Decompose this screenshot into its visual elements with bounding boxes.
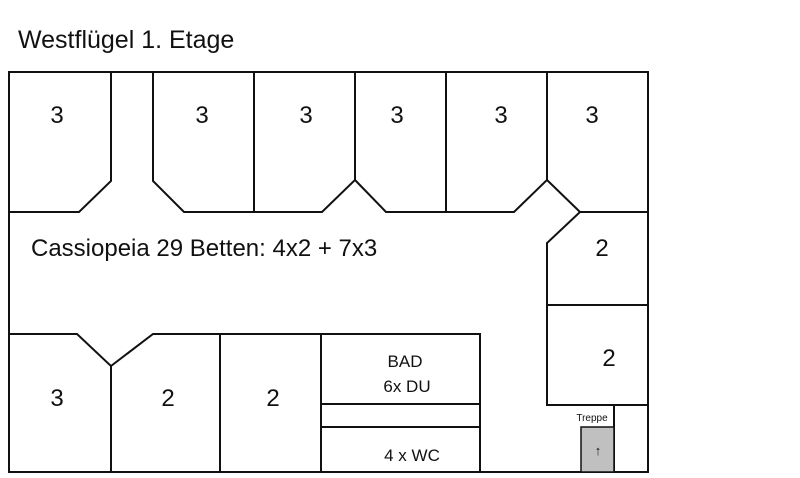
bath-label: BAD	[388, 352, 423, 371]
room-label-right-1: 2	[595, 235, 608, 262]
room-right-2	[546, 305, 648, 406]
room-label-top-1: 3	[50, 102, 63, 129]
room-bottom-1	[9, 333, 112, 472]
stairs-box	[580, 426, 615, 473]
room-label-top-6: 3	[585, 102, 598, 129]
bath-showers-label: 6x DU	[383, 377, 430, 396]
room-label-bottom-2: 2	[161, 385, 174, 412]
room-label-right-2: 2	[602, 345, 615, 372]
room-bottom-2	[110, 333, 221, 472]
room-label-top-5: 3	[494, 102, 507, 129]
room-top-1	[9, 71, 112, 213]
room-right-1	[546, 211, 648, 306]
room-top-4	[354, 72, 548, 213]
room-top-3	[254, 72, 356, 213]
room-label-top-2: 3	[195, 102, 208, 129]
plan-title: Westflügel 1. Etage	[18, 26, 235, 54]
room-top-2	[152, 72, 255, 213]
room-label-bottom-3: 2	[266, 385, 279, 412]
room-top-6	[546, 179, 648, 213]
wc-label: 4 x WC	[384, 446, 440, 465]
room-label-top-4: 3	[390, 102, 403, 129]
room-label-top-3: 3	[299, 102, 312, 129]
outer-wall	[8, 71, 649, 473]
stairs-label: Treppe	[576, 413, 608, 424]
room-label-bottom-1: 3	[50, 385, 63, 412]
corridor-label: Cassiopeia 29 Betten: 4x2 + 7x3	[31, 235, 377, 262]
stairs-arrow-icon: ↑	[595, 443, 602, 458]
